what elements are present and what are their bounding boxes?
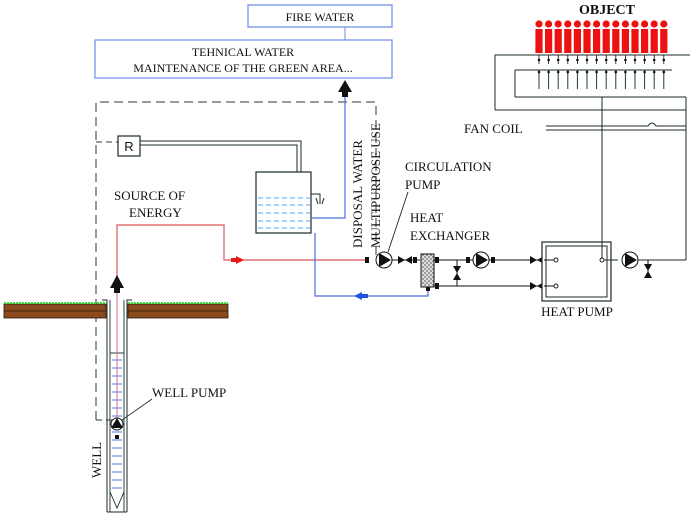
- technical-water-label-1: TEHNICAL WATER: [192, 45, 294, 59]
- fire-water-box: FIRE WATER: [247, 4, 393, 28]
- distribution-frame: [494, 54, 690, 111]
- well-pump-label: WELL PUMP: [152, 385, 226, 400]
- heat-exchanger-label-1: HEAT: [410, 210, 443, 225]
- occupant-figure: [621, 20, 630, 89]
- source-of-energy-label-1: SOURCE OF: [114, 188, 185, 203]
- disposal-water-line: [311, 92, 346, 219]
- occupant-figure: [593, 20, 601, 89]
- occupant-figure: [554, 20, 562, 89]
- circulation-pump-label-1: CIRCULATION: [405, 159, 492, 174]
- occupant-figure: [650, 20, 658, 89]
- bypass-valve: [453, 260, 461, 286]
- ground: [3, 302, 229, 319]
- red-flow-arrow-icon: [236, 256, 244, 264]
- heat-pump: [541, 241, 612, 302]
- heat-pump-label: HEAT PUMP: [541, 304, 613, 319]
- source-of-energy-label-2: ENERGY: [129, 205, 182, 220]
- technical-water-label-2: MAINTENANCE OF THE GREEN AREA...: [133, 61, 352, 75]
- well-pump: [110, 417, 124, 439]
- well-supply-line: [116, 224, 368, 290]
- building-boundary: [95, 101, 377, 420]
- occupant-figure: [545, 20, 553, 89]
- blue-flow-arrow-icon: [354, 292, 362, 300]
- well-casing: [102, 299, 132, 513]
- multipurpose-use-label: MULTIPURPOSE USE: [368, 123, 383, 248]
- fan-coil-label: FAN COIL: [464, 121, 523, 136]
- fire-water-label: FIRE WATER: [286, 10, 355, 24]
- occupant-figure: [564, 20, 572, 89]
- object-occupants: [535, 20, 668, 89]
- well-label: WELL: [89, 442, 104, 478]
- heating-pump: [621, 251, 639, 269]
- occupant-figure: [583, 20, 591, 89]
- regulator-label: R: [124, 139, 133, 154]
- occupant-figure: [602, 20, 610, 89]
- circulation-pump-label-2: PUMP: [405, 177, 440, 192]
- occupant-figure: [631, 20, 639, 89]
- regulator-box: R: [117, 135, 141, 157]
- occupant-figure: [612, 20, 620, 89]
- disposal-water-label: DISPOSAL WATER: [350, 140, 365, 248]
- technical-water-box: TEHNICAL WATER MAINTENANCE OF THE GREEN …: [94, 39, 393, 79]
- occupant-figure: [535, 20, 543, 89]
- heat-exchanger-label-2: EXCHANGER: [410, 228, 490, 243]
- fan-coil-line-1: [546, 122, 686, 127]
- return-line: [314, 233, 429, 297]
- up-arrow-icon: [338, 80, 352, 92]
- occupant-figure: [660, 20, 668, 89]
- circulation-pump: [375, 251, 393, 269]
- drain-valve: [644, 260, 652, 278]
- storage-tank: [255, 171, 312, 234]
- object-label: OBJECT: [579, 3, 636, 18]
- heat-exchanger: [420, 253, 435, 288]
- occupant-figure: [573, 20, 582, 89]
- tank-overflow: [311, 193, 321, 204]
- well-up-arrow-icon: [110, 275, 124, 288]
- secondary-pump: [472, 251, 490, 269]
- occupant-figure: [641, 20, 649, 89]
